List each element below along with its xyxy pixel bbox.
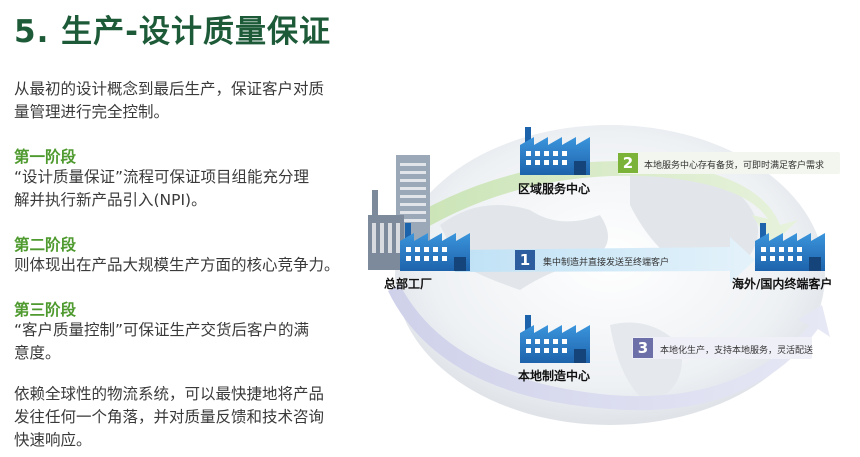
intro-line: 量管理进行完全控制。 [14, 103, 170, 121]
step-3-note: 本地化生产，支持本地服务，灵活配送 [660, 346, 814, 356]
label-hq-factory: 总部工厂 [384, 277, 433, 291]
factory-regional [520, 127, 590, 175]
closing-line: 快速响应。 [14, 431, 92, 449]
stage-2-title: 第二阶段 [14, 236, 77, 254]
factory-customer [755, 223, 825, 271]
label-end-customer: 海外/国内终端客户 [732, 277, 833, 291]
stage-3-line: 意度。 [14, 344, 61, 362]
supply-chain-diagram: 区域服务中心 总部工厂 海外/国内终端客户 本地制造中心 1 集中制造并直接发送… [360, 115, 860, 457]
purple-flow-arc [388, 285, 830, 411]
stage-1-line: “设计质量保证”流程可保证项目组能充分理 [14, 168, 310, 186]
label-regional-center: 区域服务中心 [518, 182, 591, 196]
step-2-note: 本地服务中心存有备货，可即时满足客户需求 [644, 161, 825, 171]
step-3-note-box [632, 337, 812, 359]
closing-line: 依赖全球性的物流系统，可以最快捷地将产品 [14, 385, 325, 403]
factory-hq [400, 223, 470, 271]
stage-2-line: 则体现出在产品大规模生产方面的核心竞争力。 [14, 256, 340, 274]
step-2-note-box [618, 152, 840, 174]
closing-paragraph: 依赖全球性的物流系统，可以最快捷地将产品 发往任何一个角落，并对质量反馈和技术咨… [14, 383, 354, 452]
intro-line: 从最初的设计概念到最后生产，保证客户对质 [14, 80, 325, 98]
intro-paragraph: 从最初的设计概念到最后生产，保证客户对质 量管理进行完全控制。 [14, 78, 354, 124]
city-tower [372, 190, 378, 218]
stage-1-line: 解并执行新产品引入(NPI)。 [14, 191, 207, 209]
building-windows [400, 163, 426, 222]
factory-local [520, 315, 590, 363]
stage-2-text: 则体现出在产品大规模生产方面的核心竞争力。 [14, 254, 354, 277]
label-local-center: 本地制造中心 [518, 369, 591, 383]
stage-1-text: “设计质量保证”流程可保证项目组能充分理 解并执行新产品引入(NPI)。 [14, 166, 354, 212]
step-3-badge: 3 [633, 338, 653, 358]
blue-flow-arrow [455, 237, 755, 283]
stage-1-title: 第一阶段 [14, 148, 77, 166]
step-1-note: 集中制造并直接发送至终端客户 [543, 258, 670, 268]
closing-line: 发往任何一个角落，并对质量反馈和技术咨询 [14, 408, 325, 426]
diagram-graphics [368, 125, 830, 425]
step-2-badge: 2 [618, 153, 638, 173]
stage-3-title: 第三阶段 [14, 301, 77, 319]
globe-landmass [630, 172, 758, 265]
page-title: 5. 生产-设计质量保证 [14, 14, 332, 50]
step-1-badge: 1 [515, 250, 535, 270]
green-flow-arc [390, 161, 798, 245]
stage-3-text: “客户质量控制”可保证生产交货后客户的满 意度。 [14, 319, 354, 365]
stage-3-line: “客户质量控制”可保证生产交货后客户的满 [14, 321, 310, 339]
